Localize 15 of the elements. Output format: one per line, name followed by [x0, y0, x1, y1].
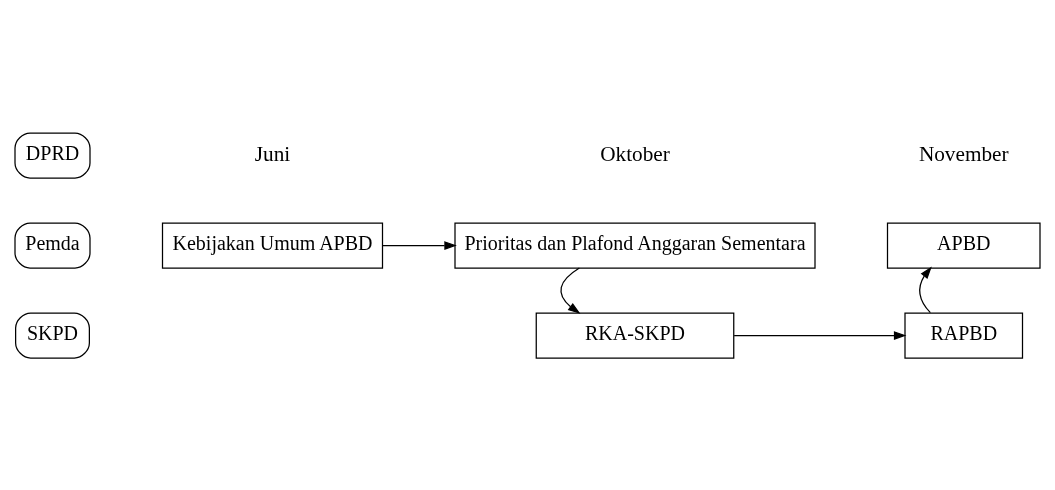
node-box: SKPD — [15, 311, 90, 359]
node-box: RAPBD — [904, 311, 1024, 359]
arrow — [919, 266, 932, 313]
node-box: Prioritas dan Plafond Anggaran Sementara — [454, 221, 816, 269]
arrow — [733, 330, 907, 340]
label: Juni — [254, 141, 291, 166]
label: Oktober — [600, 141, 670, 166]
node-box: Kebijakan Umum APBD — [161, 221, 384, 269]
node-box: APBD — [886, 221, 1041, 269]
label: November — [918, 141, 1009, 166]
node-box: DPRD — [14, 131, 91, 179]
node-box: Pemda — [14, 221, 91, 269]
node-box: RKA-SKPD — [535, 311, 735, 359]
arrow — [560, 266, 581, 314]
arrow — [382, 240, 457, 250]
